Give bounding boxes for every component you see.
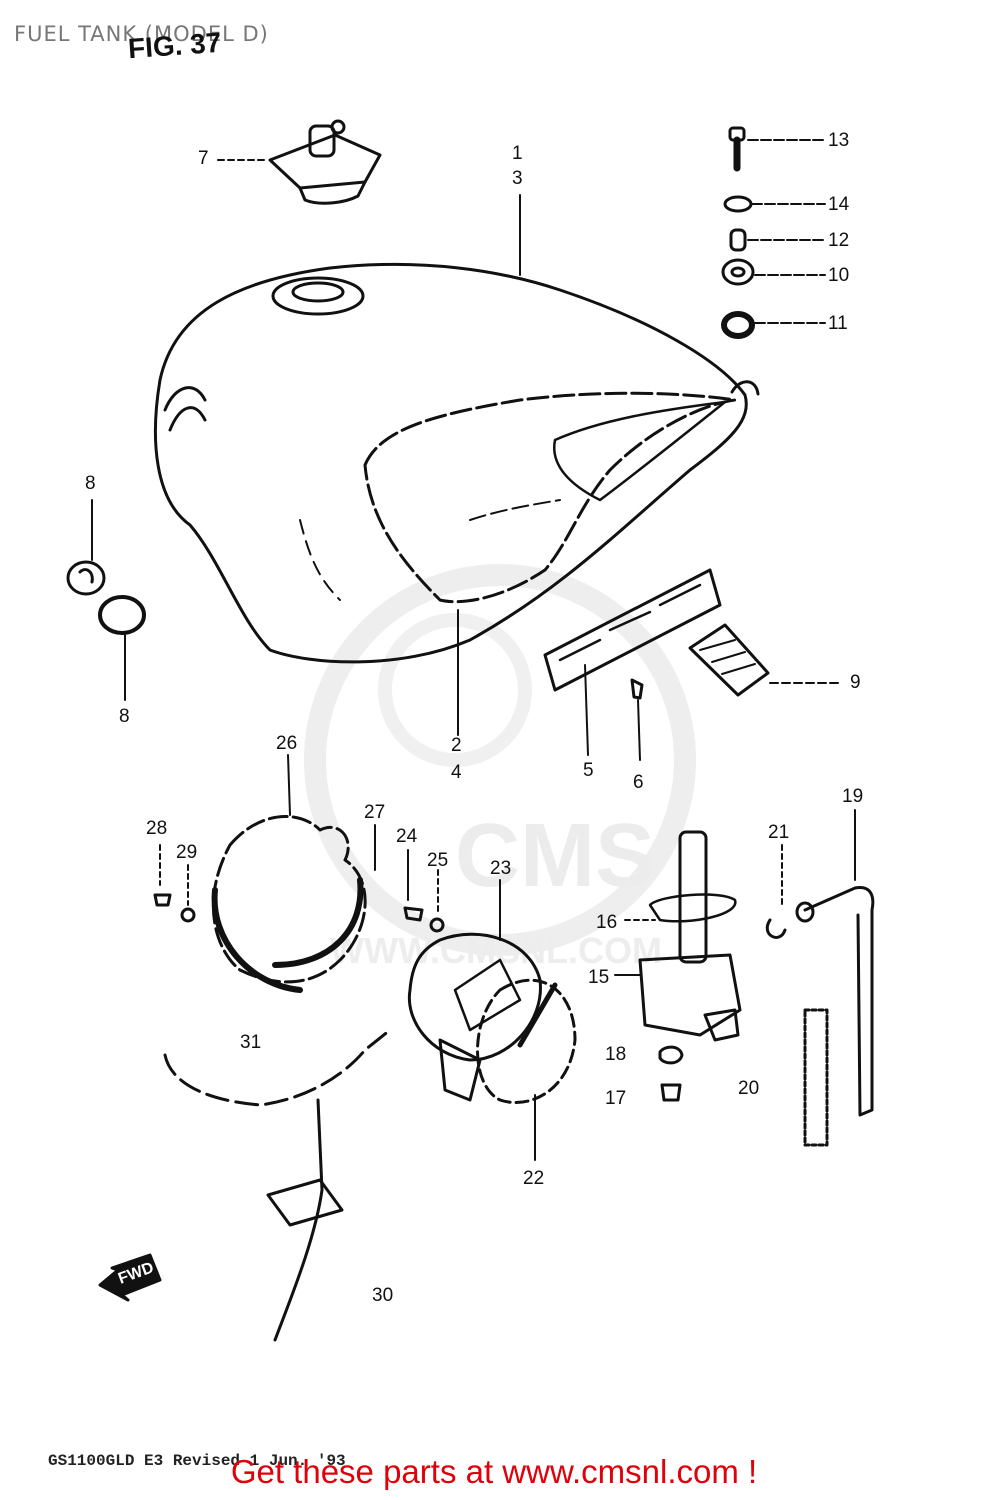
part-label-10: 10 (828, 265, 850, 286)
fuel-cap-part-7 (268, 119, 382, 205)
page-title: FUEL TANK (MODEL D) (14, 22, 269, 46)
part-label-9: 9 (850, 672, 861, 693)
part-label-12: 12 (828, 230, 850, 251)
bolt-part-13 (728, 126, 746, 172)
figure-number: FIG. 37 (126, 26, 223, 65)
part-label-8-upper: 8 (85, 473, 96, 494)
part-label-27: 27 (364, 802, 386, 823)
gasket-part-27 (272, 877, 364, 968)
part-label-19: 19 (842, 786, 864, 807)
fuel-cock-part-15 (638, 830, 742, 1042)
part-label-20: 20 (738, 1078, 760, 1099)
part-label-5: 5 (583, 760, 594, 781)
part-label-1: 1 (512, 143, 523, 164)
part-label-22: 22 (523, 1168, 545, 1189)
part-label-2: 2 (451, 735, 462, 756)
fwd-arrow (98, 1253, 162, 1302)
gasket-part-26 (211, 815, 367, 993)
washer-part-14 (723, 195, 753, 213)
screw-part-28 (153, 893, 172, 907)
part-label-18: 18 (605, 1044, 627, 1065)
clip-part-21 (765, 918, 787, 939)
hose-part-19 (795, 885, 875, 1117)
hose-part-30 (163, 1028, 392, 1342)
part-label-25: 25 (427, 850, 449, 871)
part-label-30: 30 (372, 1285, 394, 1306)
part-label-8-lower: 8 (119, 706, 130, 727)
emblem-part-5 (543, 568, 722, 692)
get-parts-link[interactable]: Get these parts at www.cmsnl.com ! (230, 1453, 758, 1490)
cushion-part-8-upper (66, 560, 106, 596)
plate-part-22 (476, 978, 577, 1104)
part-label-7: 7 (198, 148, 209, 169)
part-label-4: 4 (451, 762, 462, 783)
collar-part-12 (729, 228, 747, 252)
part-label-6: 6 (633, 772, 644, 793)
part-label-24: 24 (396, 826, 418, 847)
part-label-21: 21 (768, 822, 790, 843)
part-label-26: 26 (276, 733, 298, 754)
part-label-29: 29 (176, 842, 198, 863)
bolt-part-17 (660, 1083, 682, 1102)
part-label-28: 28 (146, 818, 168, 839)
part-label-14: 14 (828, 194, 850, 215)
part-label-16: 16 (596, 912, 618, 933)
part-label-23: 23 (490, 858, 512, 879)
part-label-11: 11 (828, 313, 848, 334)
part-label-31: 31 (240, 1032, 262, 1053)
cushion-part-11 (721, 311, 755, 339)
part-label-17: 17 (605, 1088, 627, 1109)
washer-part-29 (180, 907, 196, 923)
part-label-15: 15 (588, 967, 610, 988)
washer-part-25 (429, 917, 445, 933)
cushion-part-8-lower (98, 595, 146, 635)
hose-part-20 (803, 1008, 829, 1147)
fuel-gauge-part-23 (407, 932, 542, 1102)
model-revision-code: GS1100GLD E3 Revised 1 Jun. '93 (48, 1452, 346, 1470)
part-label-13: 13 (828, 130, 850, 151)
screw-part-6 (630, 678, 644, 700)
watermark-brand: CMS (455, 806, 655, 906)
fuel-tank-body (153, 262, 760, 664)
cushion-part-10 (721, 258, 755, 286)
washer-part-18 (658, 1045, 684, 1065)
badge-part-9 (688, 623, 770, 697)
screw-part-24 (403, 906, 424, 922)
leader-lines (91, 139, 856, 1161)
part-label-3: 3 (512, 168, 523, 189)
